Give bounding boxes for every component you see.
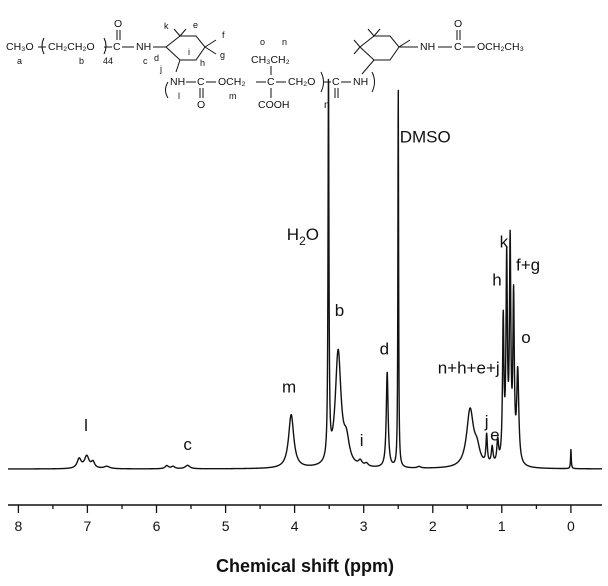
x-tick-label: 7 <box>84 518 92 534</box>
structure-tail-ester: OCH₂CH₃ <box>477 41 524 53</box>
x-tick-label: 0 <box>567 518 575 534</box>
structure-ethyl: CH₃CH₂ <box>251 54 290 66</box>
structure-label-j: j <box>159 64 162 74</box>
peak-label: c <box>183 435 192 454</box>
structure-ch2o: CH₂O <box>288 76 315 88</box>
peak-label: n+h+e+j <box>438 359 500 378</box>
structure-label-g: g <box>220 50 225 60</box>
structure-label-b: b <box>79 56 84 66</box>
structure-cyclohexane-ring-1 <box>165 35 206 61</box>
structure-carbonyl-c5: C <box>454 41 462 53</box>
structure-quaternary-c: C <box>267 76 275 88</box>
structure-oxy-ch2: OCH₂ <box>218 76 245 88</box>
structure-bracket-left <box>38 37 46 55</box>
x-tick-label: 6 <box>153 518 161 534</box>
structure-repeat-n: n <box>324 99 330 111</box>
x-tick-label: 1 <box>498 518 506 534</box>
structure-nh-3: NH <box>353 76 368 88</box>
structure-carbonyl-o1: O <box>114 18 122 30</box>
structure-carbonyl-o5: O <box>454 18 462 30</box>
x-tick-label: 2 <box>429 518 437 534</box>
structure-bracket-right <box>103 37 112 55</box>
chart-plot-area: l c m i d b DMSO n+h+e+j je h k f+g o H2O <box>7 78 603 470</box>
peak-labels: l c m i d b DMSO n+h+e+j je h k f+g o <box>84 127 540 454</box>
structure-repeat-unit: CH₂CH₂O <box>48 41 95 53</box>
peak-label: DMSO <box>400 127 451 146</box>
chemical-structure: CH₃O a CH₂CH₂O b 44 C O NH c d k e f g h… <box>6 18 524 111</box>
peak-label: h <box>492 271 501 290</box>
x-axis: 8 7 6 5 4 3 2 1 0 Chemical shift (ppm) <box>8 504 602 576</box>
structure-label-d: d <box>154 53 159 63</box>
structure-tail-nh: NH <box>420 41 435 53</box>
x-axis-ticks: 8 7 6 5 4 3 2 1 0 <box>15 505 575 534</box>
structure-label-c: c <box>143 56 148 66</box>
structure-label-n: n <box>282 37 287 47</box>
peak-label: o <box>521 328 530 347</box>
structure-nh-1: NH <box>136 41 151 53</box>
x-axis-title: Chemical shift (ppm) <box>216 556 394 576</box>
peak-label: e <box>490 425 499 444</box>
structure-repeat-bracket-left <box>165 81 169 99</box>
structure-label-f: f <box>222 30 225 40</box>
spectrum-trace <box>7 78 603 470</box>
peak-label: i <box>360 431 364 450</box>
peak-label: k <box>500 232 509 251</box>
structure-label-i: i <box>188 47 190 57</box>
structure-label-k: k <box>164 21 169 31</box>
peak-label: d <box>380 339 389 358</box>
structure-repeat-bracket-right <box>371 71 375 93</box>
structure-cooh: COOH <box>258 99 290 111</box>
structure-carbonyl-c4: C <box>332 76 340 88</box>
structure-repeat-count: 44 <box>103 56 113 66</box>
x-tick-label: 5 <box>222 518 230 534</box>
peak-label: f+g <box>516 255 540 274</box>
x-tick-label: 4 <box>291 518 299 534</box>
structure-carbonyl-o3: O <box>197 99 205 111</box>
structure-head-group: CH₃O <box>6 41 34 53</box>
structure-label-l: l <box>178 91 180 101</box>
structure-label-o: o <box>260 37 265 47</box>
structure-label-a: a <box>17 56 22 66</box>
peak-label: j <box>484 412 489 431</box>
structure-label-e: e <box>193 20 198 30</box>
structure-label-m: m <box>229 91 237 101</box>
peak-label: l <box>84 416 88 435</box>
x-tick-label: 8 <box>15 518 23 534</box>
structure-carbonyl-c3: C <box>197 76 205 88</box>
structure-cyclohexane-ring-2 <box>359 35 400 61</box>
x-tick-label: 3 <box>360 518 368 534</box>
peak-label-water: H2O <box>287 225 319 248</box>
structure-carbonyl-c1: C <box>113 41 121 53</box>
peak-label: b <box>335 301 344 320</box>
structure-nh-2: NH <box>170 76 185 88</box>
structure-label-h: h <box>200 58 205 68</box>
peak-label: m <box>282 378 296 397</box>
